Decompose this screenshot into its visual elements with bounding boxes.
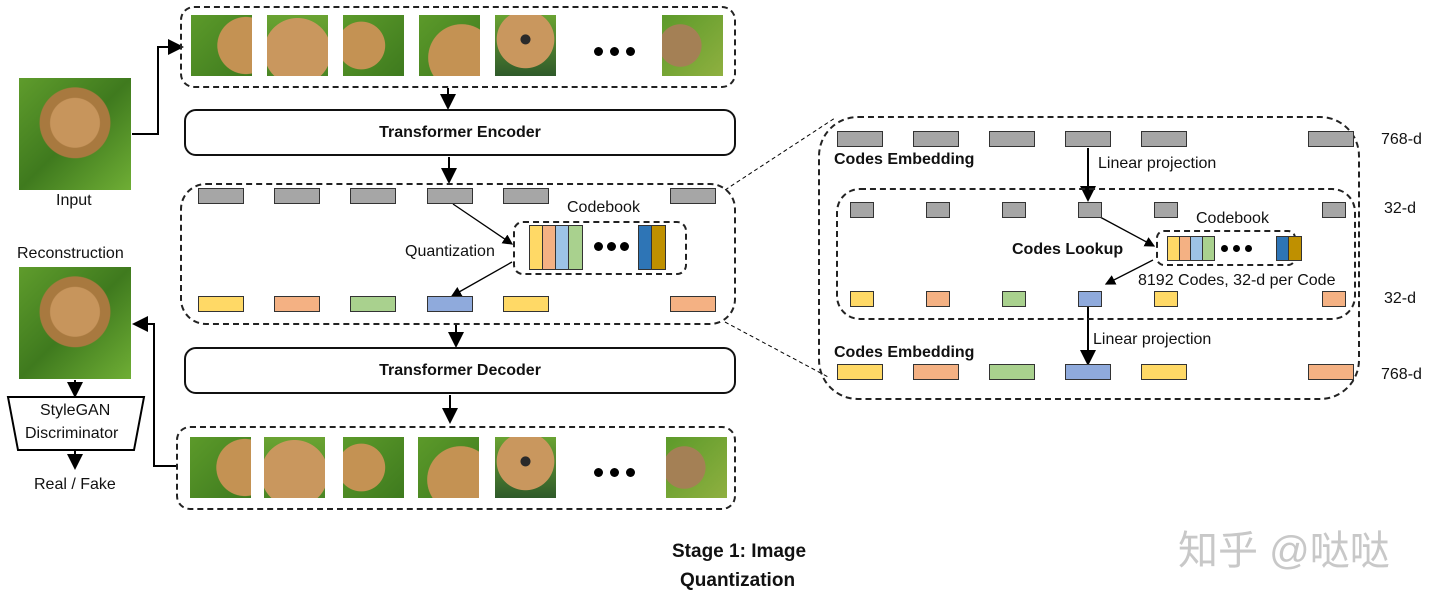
- embedding-768-out-token: [913, 364, 959, 380]
- linear-projection-bottom-label: Linear projection: [1093, 331, 1212, 348]
- encoded-token: [274, 188, 320, 204]
- encoded-token: [670, 188, 716, 204]
- embedding-768-out-token: [1141, 364, 1187, 380]
- quantized-token: [503, 296, 549, 312]
- lookup-32-token: [1322, 291, 1346, 307]
- watermark: 知乎 @哒哒: [1178, 529, 1390, 573]
- ellipsis-dot: [594, 468, 603, 477]
- codebook-group: [513, 221, 687, 275]
- ellipsis-dot: [1233, 245, 1240, 252]
- embedding-768-out-token: [1308, 364, 1354, 380]
- input-patch: [343, 15, 404, 76]
- projected-32-token: [1322, 202, 1346, 218]
- embedding-768-token: [837, 131, 883, 147]
- input-patch: [495, 15, 556, 76]
- discriminator-label-2: Discriminator: [25, 425, 119, 442]
- codebook-size-label: 8192 Codes, 32-d per Code: [1138, 272, 1336, 289]
- output-patch: [495, 437, 556, 498]
- transformer-encoder: Transformer Encoder: [184, 109, 736, 156]
- output-patches-group: [176, 426, 736, 510]
- dim-32-top: 32-d: [1384, 200, 1417, 217]
- input-patch: [267, 15, 328, 76]
- input-image: [19, 78, 131, 190]
- projected-32-token: [926, 202, 950, 218]
- embedding-768-token: [1308, 131, 1354, 147]
- encoded-token: [198, 188, 244, 204]
- caption-line-1: Stage 1: Image: [672, 541, 807, 562]
- projected-32-token: [850, 202, 874, 218]
- ellipsis-dot: [594, 47, 603, 56]
- output-patch: [418, 437, 479, 498]
- codes-embedding-bottom-label: Codes Embedding: [834, 344, 975, 361]
- detail-panel: [818, 116, 1360, 400]
- projected-32-token: [1002, 202, 1026, 218]
- ellipsis-dot: [610, 468, 619, 477]
- embedding-768-out-token: [837, 364, 883, 380]
- reconstruction-image: [19, 267, 131, 379]
- codebook-right: [638, 225, 666, 270]
- lookup-32-token: [850, 291, 874, 307]
- caption-line-2: Quantization: [680, 570, 796, 591]
- codes-embedding-top-label: Codes Embedding: [834, 151, 975, 168]
- detail-codebook-right: [1276, 236, 1302, 261]
- dim-32-bottom: 32-d: [1384, 290, 1417, 307]
- ellipsis-dot: [626, 468, 635, 477]
- ellipsis-dot: [626, 47, 635, 56]
- encoded-token: [427, 188, 473, 204]
- reconstruction-label: Reconstruction: [17, 245, 124, 262]
- embedding-768-token: [989, 131, 1035, 147]
- lookup-32-token: [1002, 291, 1026, 307]
- ellipsis-dot: [620, 242, 629, 251]
- codebook-label: Codebook: [567, 199, 640, 216]
- lookup-32-token: [926, 291, 950, 307]
- quantization-group: [180, 183, 736, 325]
- input-patch: [662, 15, 723, 76]
- codebook-left: [529, 225, 583, 270]
- embedding-768-out-token: [989, 364, 1035, 380]
- embedding-768-out-token: [1065, 364, 1111, 380]
- input-patch: [191, 15, 252, 76]
- lookup-32-token: [1078, 291, 1102, 307]
- embedding-768-token: [1141, 131, 1187, 147]
- embedding-768-token: [1065, 131, 1111, 147]
- quantized-token: [274, 296, 320, 312]
- output-patch: [264, 437, 325, 498]
- ellipsis-dot: [594, 242, 603, 251]
- linear-projection-top-label: Linear projection: [1098, 155, 1217, 172]
- detail-codebook-label: Codebook: [1196, 210, 1269, 227]
- embedding-768-token: [913, 131, 959, 147]
- projected-32-token: [1154, 202, 1178, 218]
- ellipsis-dot: [1221, 245, 1228, 252]
- dim-768-top: 768-d: [1381, 131, 1422, 148]
- codes-lookup-label: Codes Lookup: [1012, 241, 1124, 258]
- discriminator-label-1: StyleGAN: [40, 402, 111, 419]
- dim-768-bottom: 768-d: [1381, 366, 1422, 383]
- input-patches-group: [180, 6, 736, 88]
- ellipsis-dot: [607, 242, 616, 251]
- input-patch: [419, 15, 480, 76]
- encoded-token: [503, 188, 549, 204]
- output-patch: [343, 437, 404, 498]
- output-patch: [190, 437, 251, 498]
- ellipsis-dot: [1245, 245, 1252, 252]
- detail-codebook-left: [1167, 236, 1215, 261]
- quantization-label: Quantization: [405, 243, 495, 260]
- output-patch: [666, 437, 727, 498]
- quantized-token: [670, 296, 716, 312]
- quantized-token: [198, 296, 244, 312]
- encoded-token: [350, 188, 396, 204]
- transformer-decoder: Transformer Decoder: [184, 347, 736, 394]
- projected-32-token: [1078, 202, 1102, 218]
- lookup-32-token: [1154, 291, 1178, 307]
- codes-lookup-group: [836, 188, 1356, 320]
- input-label: Input: [56, 192, 92, 209]
- quantized-token: [427, 296, 473, 312]
- real-fake-label: Real / Fake: [34, 476, 116, 493]
- ellipsis-dot: [610, 47, 619, 56]
- quantized-token: [350, 296, 396, 312]
